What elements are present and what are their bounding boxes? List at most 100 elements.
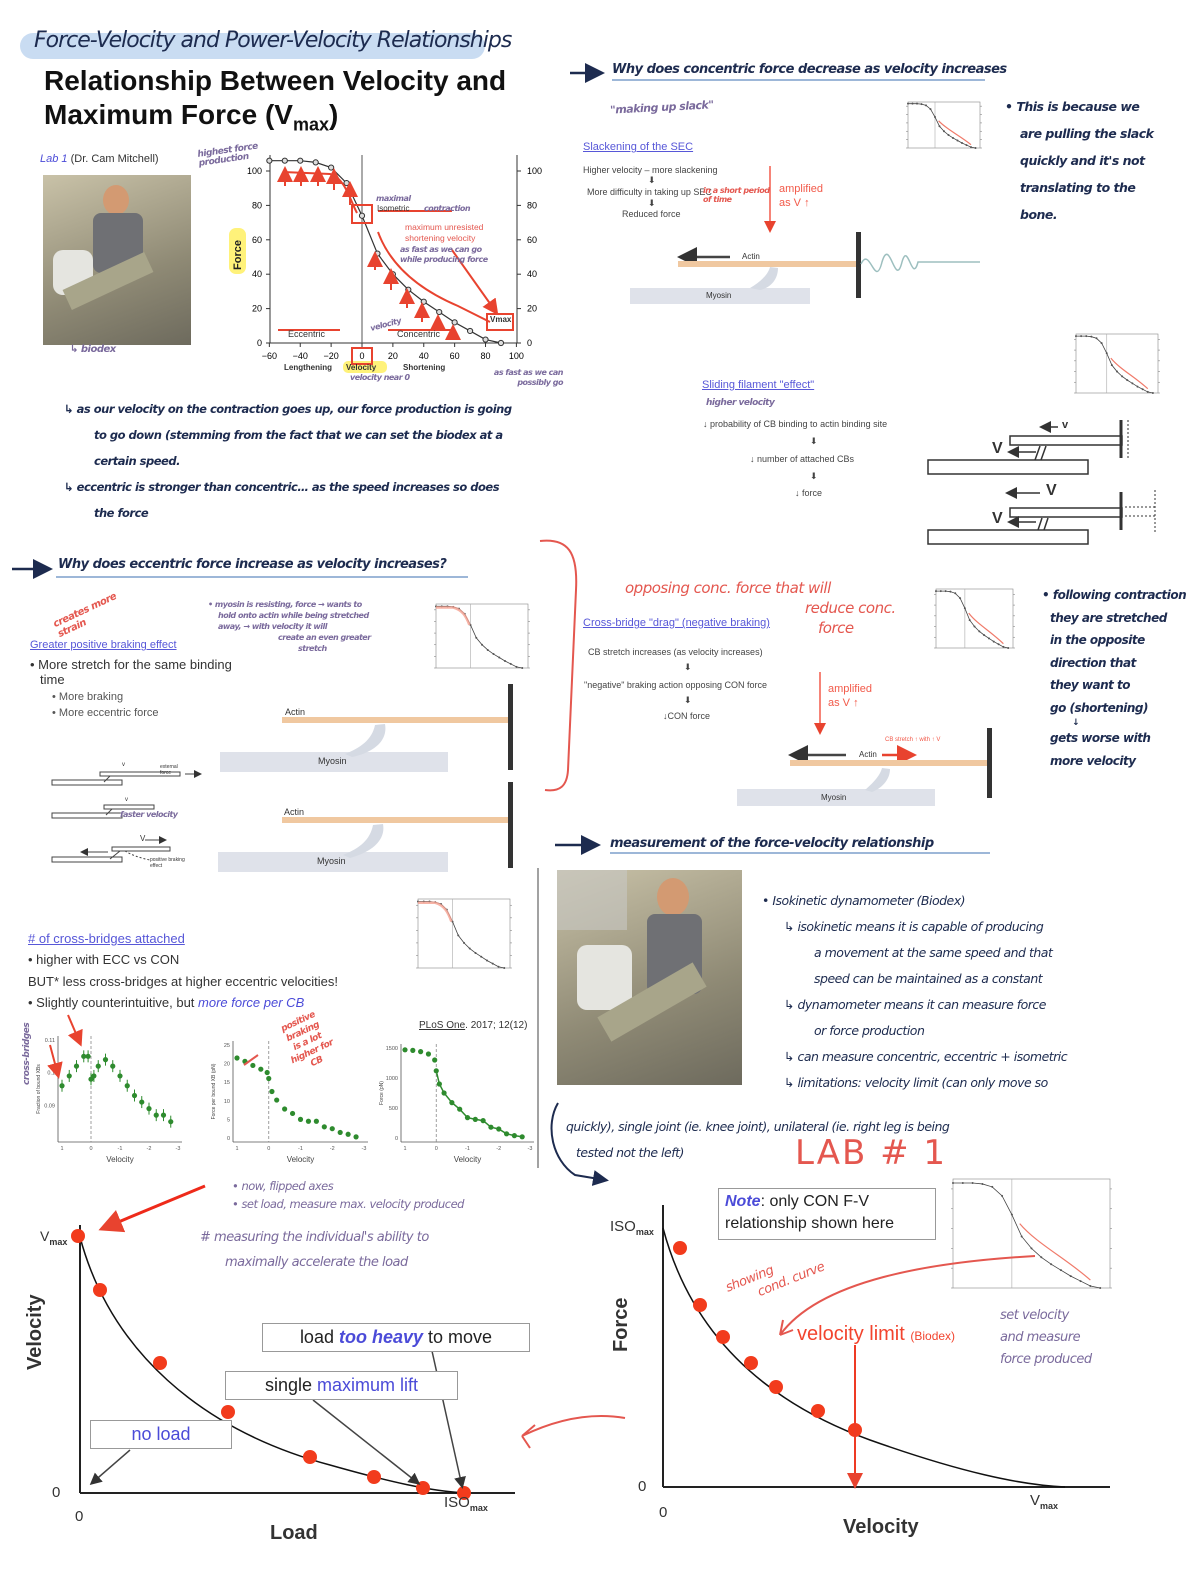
thumb-point — [944, 590, 947, 593]
load-data-point — [303, 1450, 317, 1464]
thumb-point — [1001, 1194, 1004, 1197]
vel-chart-vmax-label: Vmax — [1030, 1492, 1058, 1511]
link-cross-bridges-attached[interactable]: # of cross-bridges attached — [28, 931, 185, 946]
label-text: ISO — [444, 1494, 470, 1511]
label-subscript: max — [49, 1236, 68, 1247]
note-line: to go down (stemming from the fact that … — [94, 428, 503, 442]
velocity-notes: ↳ as our velocity on the contraction goe… — [64, 396, 512, 526]
callout-too-heavy: load too heavy to move — [262, 1323, 530, 1352]
y-tick-label-right: 60 — [527, 235, 537, 245]
step-text: Reduced force — [622, 209, 681, 219]
plot-x-tick-label: 0 — [89, 1146, 92, 1152]
thumb-point — [440, 903, 442, 906]
x-label-shortening: Shortening — [403, 363, 446, 372]
myosin-label: Myosin — [317, 856, 346, 866]
plot-data-point — [496, 1126, 502, 1132]
lab-instructor: (Dr. Cam Mitchell) — [67, 153, 159, 165]
thumb-point — [457, 934, 460, 937]
plot-data-point — [418, 1049, 424, 1055]
thumb-point — [509, 662, 512, 665]
plot-data-point — [59, 1083, 65, 1089]
note-positive-braking: positive braking is a lot higher for CB — [276, 1008, 341, 1077]
plot-x-tick-label: -1 — [118, 1146, 123, 1152]
thumb-point — [929, 108, 932, 111]
plot-fit-line — [435, 1070, 523, 1138]
plot-data-point — [480, 1118, 486, 1124]
note-emphasis: Note — [725, 1193, 761, 1210]
actin-label: Actin — [859, 750, 877, 759]
bullet-text: • More stretch for the same binding — [30, 657, 232, 672]
callout-text: to move — [423, 1327, 493, 1347]
lab-label: Lab 1 — [40, 153, 68, 165]
thumb-point — [1131, 382, 1134, 385]
callout-text: single — [264, 1375, 317, 1395]
plot-data-point — [464, 1115, 471, 1121]
note-line: quickly), single joint (ie. knee joint),… — [566, 1119, 950, 1134]
limit-text: velocity limit — [797, 1323, 905, 1345]
red-pointer-arrow — [67, 1014, 83, 1047]
note-line: go (shortening) — [1050, 700, 1149, 715]
thumb-point — [1099, 1287, 1102, 1289]
x-zero-label: 0 — [75, 1508, 84, 1525]
thumb-point — [468, 947, 471, 950]
thumb-curve — [418, 901, 505, 969]
note-line: create an even greater — [278, 633, 371, 642]
thumb-point — [952, 136, 954, 139]
note-line: or force production — [814, 1023, 925, 1038]
note-line: bone. — [1020, 207, 1058, 222]
load-chart-isomax-label: ISOmax — [444, 1494, 488, 1513]
citation-link[interactable]: PLoS One — [419, 1020, 466, 1031]
thumb-point — [469, 623, 472, 626]
note-making-up-slack: "making up slack" — [609, 98, 714, 117]
thumb-point — [1126, 379, 1129, 382]
sec-wave — [860, 253, 980, 272]
callout-emphasis: maximum lift — [317, 1375, 419, 1395]
load-chart-y-label: Velocity — [24, 1294, 46, 1370]
actin-label: Actin — [284, 807, 305, 817]
mini-label: v — [125, 797, 128, 803]
thumb-point — [1010, 1213, 1013, 1216]
data-point — [297, 157, 304, 164]
link-slackening-sec[interactable]: Slackening of the SEC — [583, 141, 694, 153]
y-tick-label-right: 100 — [527, 166, 542, 176]
link-sliding-filament[interactable]: Sliding filament "effect" — [702, 379, 815, 391]
x-tick-label: 0 — [359, 351, 364, 361]
load-chart-x-label: Load — [270, 1522, 318, 1544]
note-line: they want to — [1050, 678, 1131, 692]
down-arrow-icon: ⬇ — [810, 436, 818, 446]
thumb-point — [1030, 1247, 1033, 1250]
note-line: ↳ isokinetic means it is capable of prod… — [784, 919, 1044, 934]
myosin-label: Myosin — [821, 793, 847, 802]
thumb-point — [1151, 392, 1154, 394]
note-line: quickly and it's not — [1020, 153, 1145, 168]
plot-data-point — [95, 1063, 101, 1069]
data-point — [328, 164, 335, 171]
thumb-point — [435, 605, 437, 608]
thumb-point — [1116, 370, 1118, 373]
plot-data-point — [441, 1090, 447, 1096]
plot-y-label: Fraction of bound XBs — [36, 1064, 42, 1114]
note-cross-bridges: cross-bridges — [22, 1022, 32, 1085]
plot-x-label: Velocity — [287, 1155, 315, 1164]
plot-y-tick-label: 1500 — [386, 1046, 398, 1052]
plot-data-point — [282, 1106, 288, 1112]
measurement-notes: • Isokinetic dynamometer (Biodex) ↳ isok… — [762, 888, 1068, 1096]
thumb-red-curve — [1019, 1223, 1091, 1281]
link-cross-bridge-drag[interactable]: Cross-bridge "drag" (negative braking) — [583, 617, 770, 629]
y-tick-label: 80 — [252, 200, 262, 210]
plot-y-tick-label: 0 — [395, 1136, 398, 1142]
link-positive-braking[interactable]: Greater positive braking effect — [30, 639, 177, 651]
label-text: V — [40, 1228, 50, 1244]
plot-data-point — [146, 1106, 152, 1112]
thumbnail-force-velocity-chart — [951, 1178, 1112, 1289]
plot-x-tick-label: 0 — [435, 1146, 438, 1152]
x-tick-label: −40 — [293, 351, 308, 361]
y-tick-label: 60 — [252, 235, 262, 245]
thumb-point — [417, 900, 419, 903]
annotation-velocity-zero: velocity near 0 — [350, 373, 410, 382]
photo-note: ↳ biodex — [70, 344, 116, 355]
plot-data-point — [91, 1073, 97, 1079]
label-subscript: max — [469, 1503, 488, 1513]
